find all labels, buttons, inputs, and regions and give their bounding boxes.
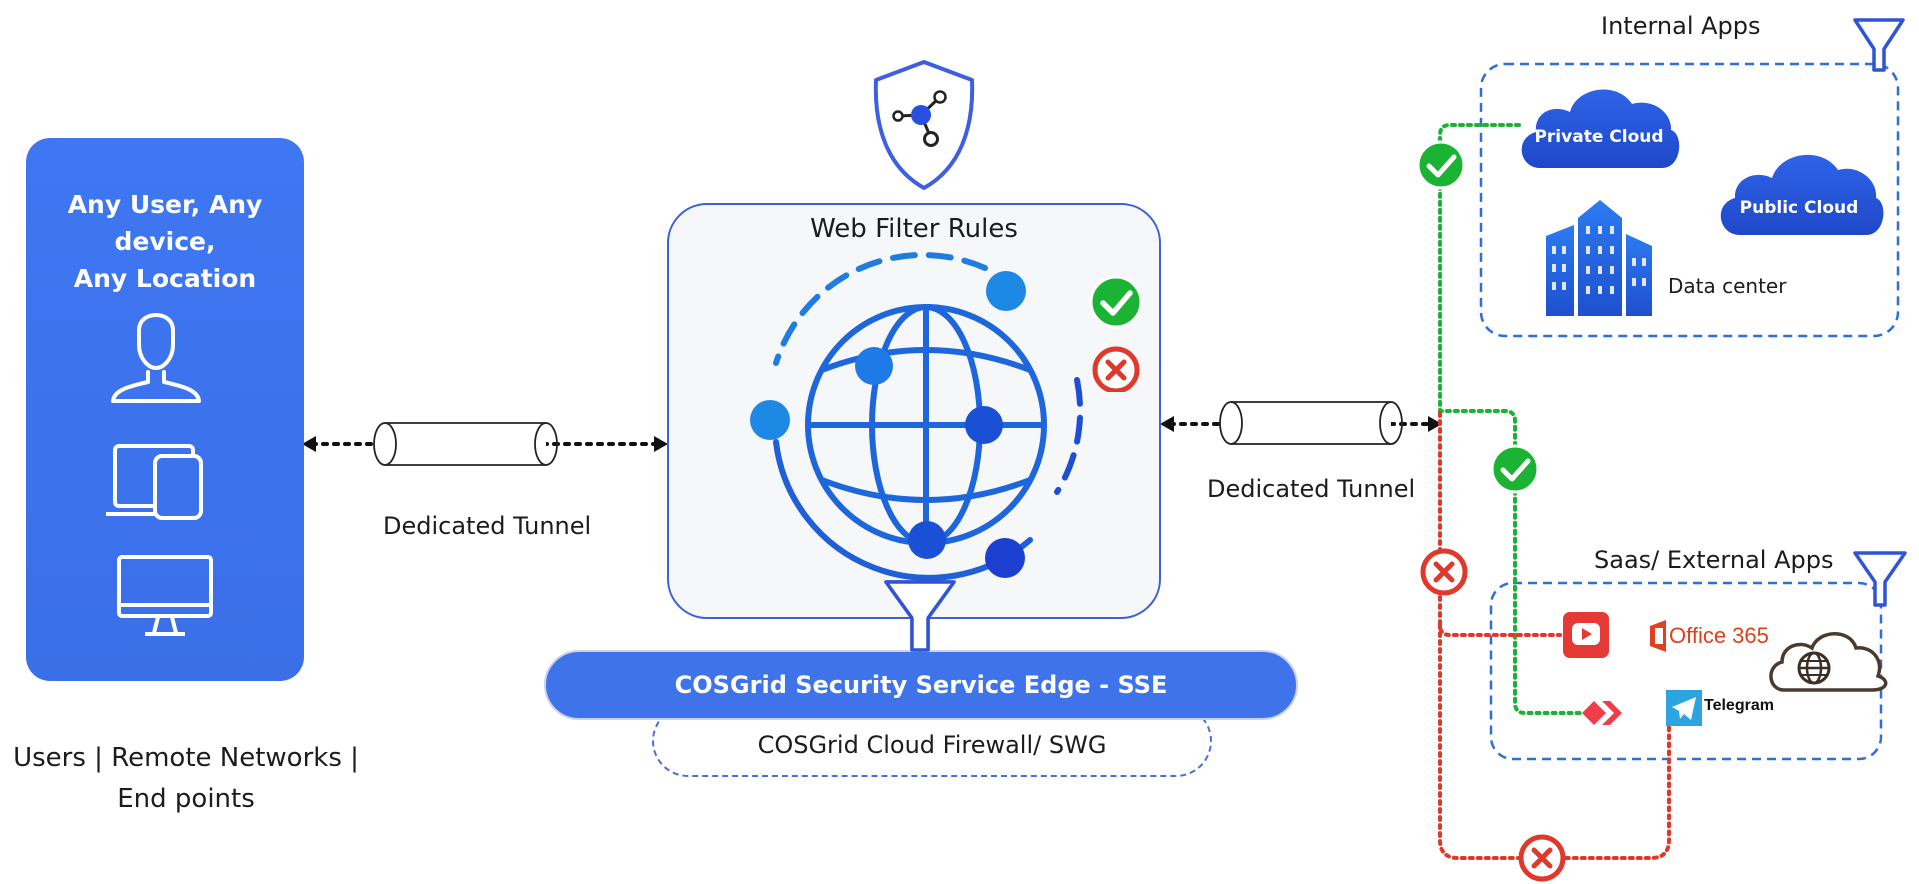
public-cloud-label: Public Cloud [1739, 198, 1859, 218]
users-caption-line1: Users | Remote Networks | [13, 743, 359, 773]
block-paths [1438, 411, 1671, 860]
web-cloud-icon [1769, 632, 1888, 692]
user-card-title-line2: Any Location [73, 264, 257, 293]
devices-icon [106, 444, 203, 520]
user-icon [111, 313, 201, 403]
youtube-icon [1563, 612, 1609, 658]
internal-funnel-icon [1853, 18, 1905, 72]
allow-check-icon [1416, 140, 1466, 190]
block-x-icon [1420, 548, 1468, 596]
telegram-label: Telegram [1704, 697, 1774, 714]
external-apps-title: Saas/ External Apps [1594, 546, 1834, 574]
public-cloud-icon [1720, 154, 1884, 235]
office365-label: Office 365 [1669, 623, 1769, 648]
shield-network-icon [873, 60, 975, 190]
external-apps-group [1489, 581, 1883, 761]
allow-check-icon [1089, 275, 1143, 329]
funnel-icon-overlay [884, 580, 956, 652]
private-cloud-label: Private Cloud [1534, 127, 1664, 147]
right-tunnel-pipe-icon [1219, 401, 1403, 445]
right-tunnel-label: Dedicated Tunnel [1207, 475, 1416, 503]
globe-network-icon [750, 252, 1084, 581]
block-x-icon [1518, 834, 1566, 882]
data-center-icon [1546, 200, 1652, 316]
block-x-icon [1092, 346, 1140, 392]
users-caption-line2: End points [117, 784, 255, 814]
data-center-label: Data center [1668, 274, 1787, 298]
private-cloud-icon [1521, 89, 1680, 168]
desktop-icon [117, 555, 213, 636]
web-filter-status-icons [1089, 275, 1143, 392]
left-tunnel-pipe-icon [373, 422, 558, 466]
sse-bar: COSGrid Security Service Edge - SSE [544, 650, 1298, 720]
office365-icon [1650, 620, 1666, 652]
internal-apps-group [1479, 62, 1900, 338]
left-tunnel-label: Dedicated Tunnel [383, 512, 592, 540]
allow-check-icon [1490, 444, 1540, 494]
web-filter-title: Web Filter Rules [810, 214, 1018, 244]
telegram-icon [1666, 690, 1702, 726]
anydesk-icon [1582, 701, 1622, 725]
user-card-icons [106, 313, 213, 636]
internal-apps-title: Internal Apps [1601, 12, 1761, 40]
user-card-title-line1: Any User, Any device, [67, 190, 263, 256]
user-card-title: Any User, Any device, Any Location [26, 186, 304, 297]
allow-paths [1438, 123, 1582, 715]
users-caption: Users | Remote Networks | End points [0, 738, 372, 820]
external-funnel-icon [1853, 551, 1907, 607]
user-device-card [26, 138, 304, 681]
